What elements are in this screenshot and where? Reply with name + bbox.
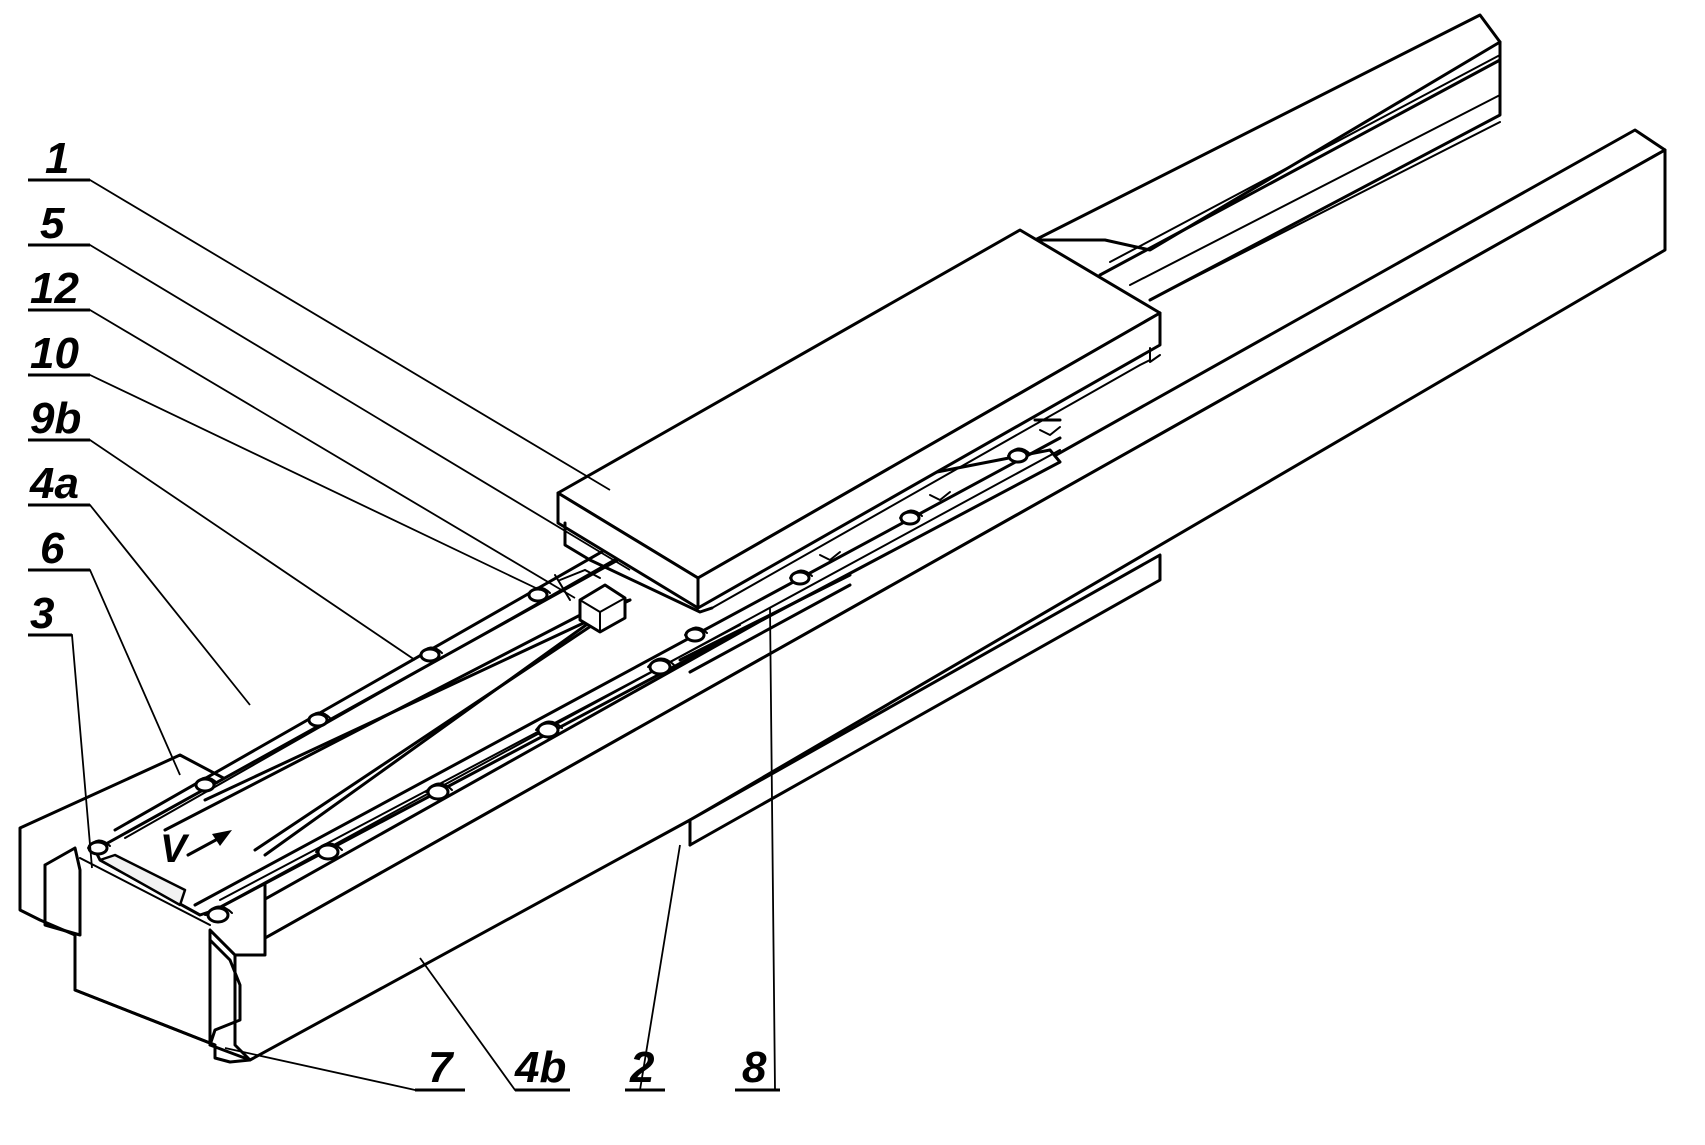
label-6: 6 — [28, 524, 90, 573]
svg-text:4a: 4a — [29, 459, 79, 508]
svg-text:1: 1 — [45, 134, 69, 183]
label-5: 5 — [28, 199, 90, 248]
label-4b: 4b — [514, 1043, 570, 1092]
svg-text:9b: 9b — [30, 394, 81, 443]
label-2: 2 — [625, 1043, 665, 1092]
svg-text:2: 2 — [629, 1043, 655, 1092]
screw-head — [419, 646, 443, 663]
screw-head — [535, 720, 563, 739]
screw-head — [789, 569, 813, 586]
velocity-indicator: V — [160, 827, 232, 871]
svg-text:6: 6 — [40, 524, 65, 573]
screw-head — [647, 657, 675, 676]
svg-text:4b: 4b — [514, 1043, 566, 1092]
svg-text:12: 12 — [30, 264, 79, 313]
screw-heads — [87, 447, 1031, 924]
label-3: 3 — [28, 589, 72, 638]
label-8: 8 — [735, 1043, 780, 1092]
carriage-block — [556, 228, 1162, 614]
label-4a: 4a — [28, 459, 90, 508]
screw-head — [425, 782, 453, 801]
label-1: 1 — [28, 134, 90, 183]
reference-labels: 1 5 12 10 9b 4a 6 3 — [28, 134, 780, 1092]
upper-guide-rail — [1033, 13, 1502, 302]
screw-head — [899, 509, 923, 526]
screw-head — [684, 626, 708, 643]
screw-head — [315, 842, 343, 861]
velocity-label: V — [160, 827, 190, 871]
svg-text:3: 3 — [30, 589, 54, 638]
label-10: 10 — [28, 329, 90, 378]
screw-head — [205, 905, 233, 924]
screw-head — [1007, 447, 1031, 464]
label-7: 7 — [415, 1043, 465, 1092]
arrow-head-icon — [212, 830, 232, 846]
svg-text:5: 5 — [40, 199, 65, 248]
label-9b: 9b — [28, 394, 90, 443]
sensor-head — [554, 568, 627, 634]
svg-text:10: 10 — [30, 329, 79, 378]
svg-text:8: 8 — [742, 1043, 767, 1092]
label-12: 12 — [28, 264, 90, 313]
screw-head — [307, 711, 331, 728]
svg-text:7: 7 — [428, 1043, 455, 1092]
screw-head — [194, 776, 218, 793]
rail-body-4b — [208, 128, 1667, 1062]
